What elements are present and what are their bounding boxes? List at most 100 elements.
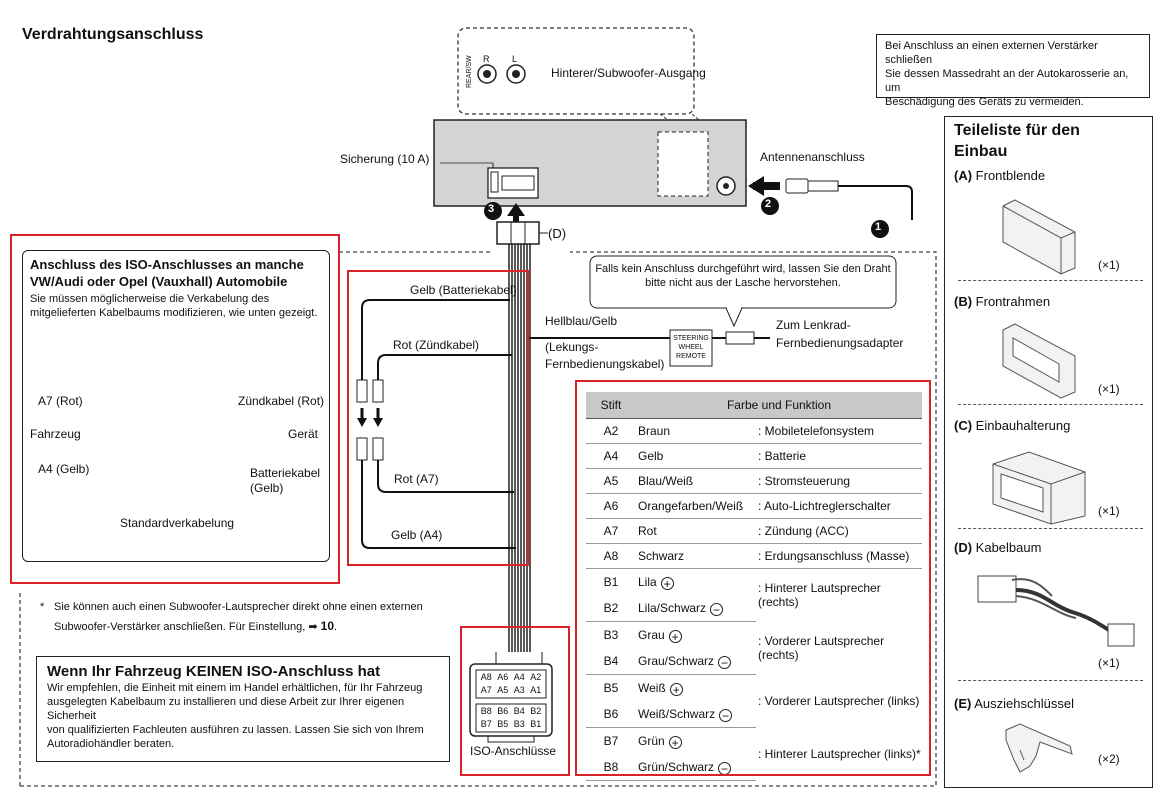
mounting-sleeve-image [992,451,1086,525]
vw-standard: Standardverkabelung [120,516,235,530]
page-title: Verdrahtungsanschluss [22,26,204,43]
fuse-label: Sicherung (10 A) [340,152,430,166]
wire-red-a7 [377,460,514,493]
step-3-marker [484,202,502,220]
steering-remote-box [669,329,713,367]
extraction-key-image [1005,723,1073,773]
highlight-vw-box [10,234,340,584]
vw-a4: A4 (Gelb) [38,462,90,476]
vw-a7: A7 (Rot) [38,394,83,408]
steering-to-2: Fernbedienungsadapter [776,336,904,350]
antenna-cable [838,185,913,220]
rear-output-label: Hinterer/Subwoofer-Ausgang [551,66,706,80]
vw-fahrzeug: Fahrzeug [30,427,81,441]
iso-label: ISO-Anschlüsse [470,744,557,758]
parts-list [944,116,1153,788]
iso-block-b [475,703,547,733]
connector-ignition-upper [372,379,384,403]
part-b-label: (B) Frontrahmen [954,294,1051,309]
pin-table-header: Stift Farbe und Funktion [586,392,922,419]
rca-r-label: R [483,54,490,64]
steering-to-1: Zum Lenkrad- [776,318,851,332]
highlight-table [575,380,931,776]
rca-l-label: L [512,54,518,64]
part-c-qty: (×1) [1098,504,1120,518]
label-gelb-batterie: Gelb (Batteriekabel) [410,283,517,297]
antenna-plug [785,178,809,194]
iso-block-a [475,669,547,699]
part-e-qty: (×2) [1098,752,1120,766]
rear-output-callout [457,27,695,115]
harness-plug [496,221,540,245]
part-a-qty: (×1) [1098,258,1120,272]
step-1-marker [871,220,889,238]
label-rot-zuend: Rot (Zündkabel) [393,338,480,352]
step-3-number: 3 [488,203,495,215]
rear-sw-label: REAR/SW [466,55,473,88]
header-pin: Stift [586,392,636,419]
wiring-harness-image [977,575,1135,647]
header-function: Farbe und Funktion [636,392,922,419]
steering-note-box [589,255,897,309]
harness-tag: (D) [548,226,567,241]
vw-connection-box [22,250,330,562]
connector-battery-upper [356,379,368,403]
step-2-marker [761,197,779,215]
antenna-label: Antennenanschluss [760,150,865,164]
step-1-number: 1 [875,221,882,233]
steering-wire-desc-1: (Lekungs- [545,340,599,354]
part-d-qty: (×1) [1098,656,1120,670]
part-e-label: (E) Ausziehschlüssel [954,696,1074,711]
part-d-label: (D) Kabelbaum [954,540,1042,555]
harness-dashed-frame [19,251,937,787]
steering-wire-label: Hellblau/Gelb [545,314,618,328]
rear-output-area [657,131,709,197]
steering-note: Falls kein Anschluss durchgeführt wird, … [595,263,891,289]
step-2-number: 2 [765,198,772,210]
steering-wire-desc-2: Fernbedienungskabel) [545,357,665,371]
footnote-star: * [40,601,45,613]
footnote-line1: Sie können auch einen Subwoofer-Lautspre… [54,601,423,613]
footnote-line2: Subwoofer-Verstärker anschließen. Für Ei… [54,619,338,633]
no-iso-box: Wenn Ihr Fahrzeug KEINEN ISO-Anschluss h… [36,656,450,762]
front-frame-image [1002,323,1076,399]
part-b-qty: (×1) [1098,382,1120,396]
vw-geraet: Gerät [288,427,319,441]
part-c-label: (C) Einbauhalterung [954,418,1071,433]
wire-yellow-battery [361,299,510,380]
vw-box-text: Sie müssen möglicherweise die Verkabelun… [30,293,318,319]
wire-red-ignition [377,354,512,380]
wire-yellow-a4 [361,460,516,549]
amplifier-note: Bei Anschluss an einen externen Verstärk… [876,34,1150,108]
part-a-label: (A) Frontblende [954,168,1046,183]
vw-batteriekabel: Batteriekabel(Gelb) [250,466,321,495]
front-panel-image [1002,199,1076,275]
label-gelb-a4: Gelb (A4) [391,528,443,542]
label-rot-a7: Rot (A7) [394,472,439,486]
highlight-wires [347,270,529,566]
highlight-iso [460,626,570,776]
steering-remote-plug [725,331,755,345]
